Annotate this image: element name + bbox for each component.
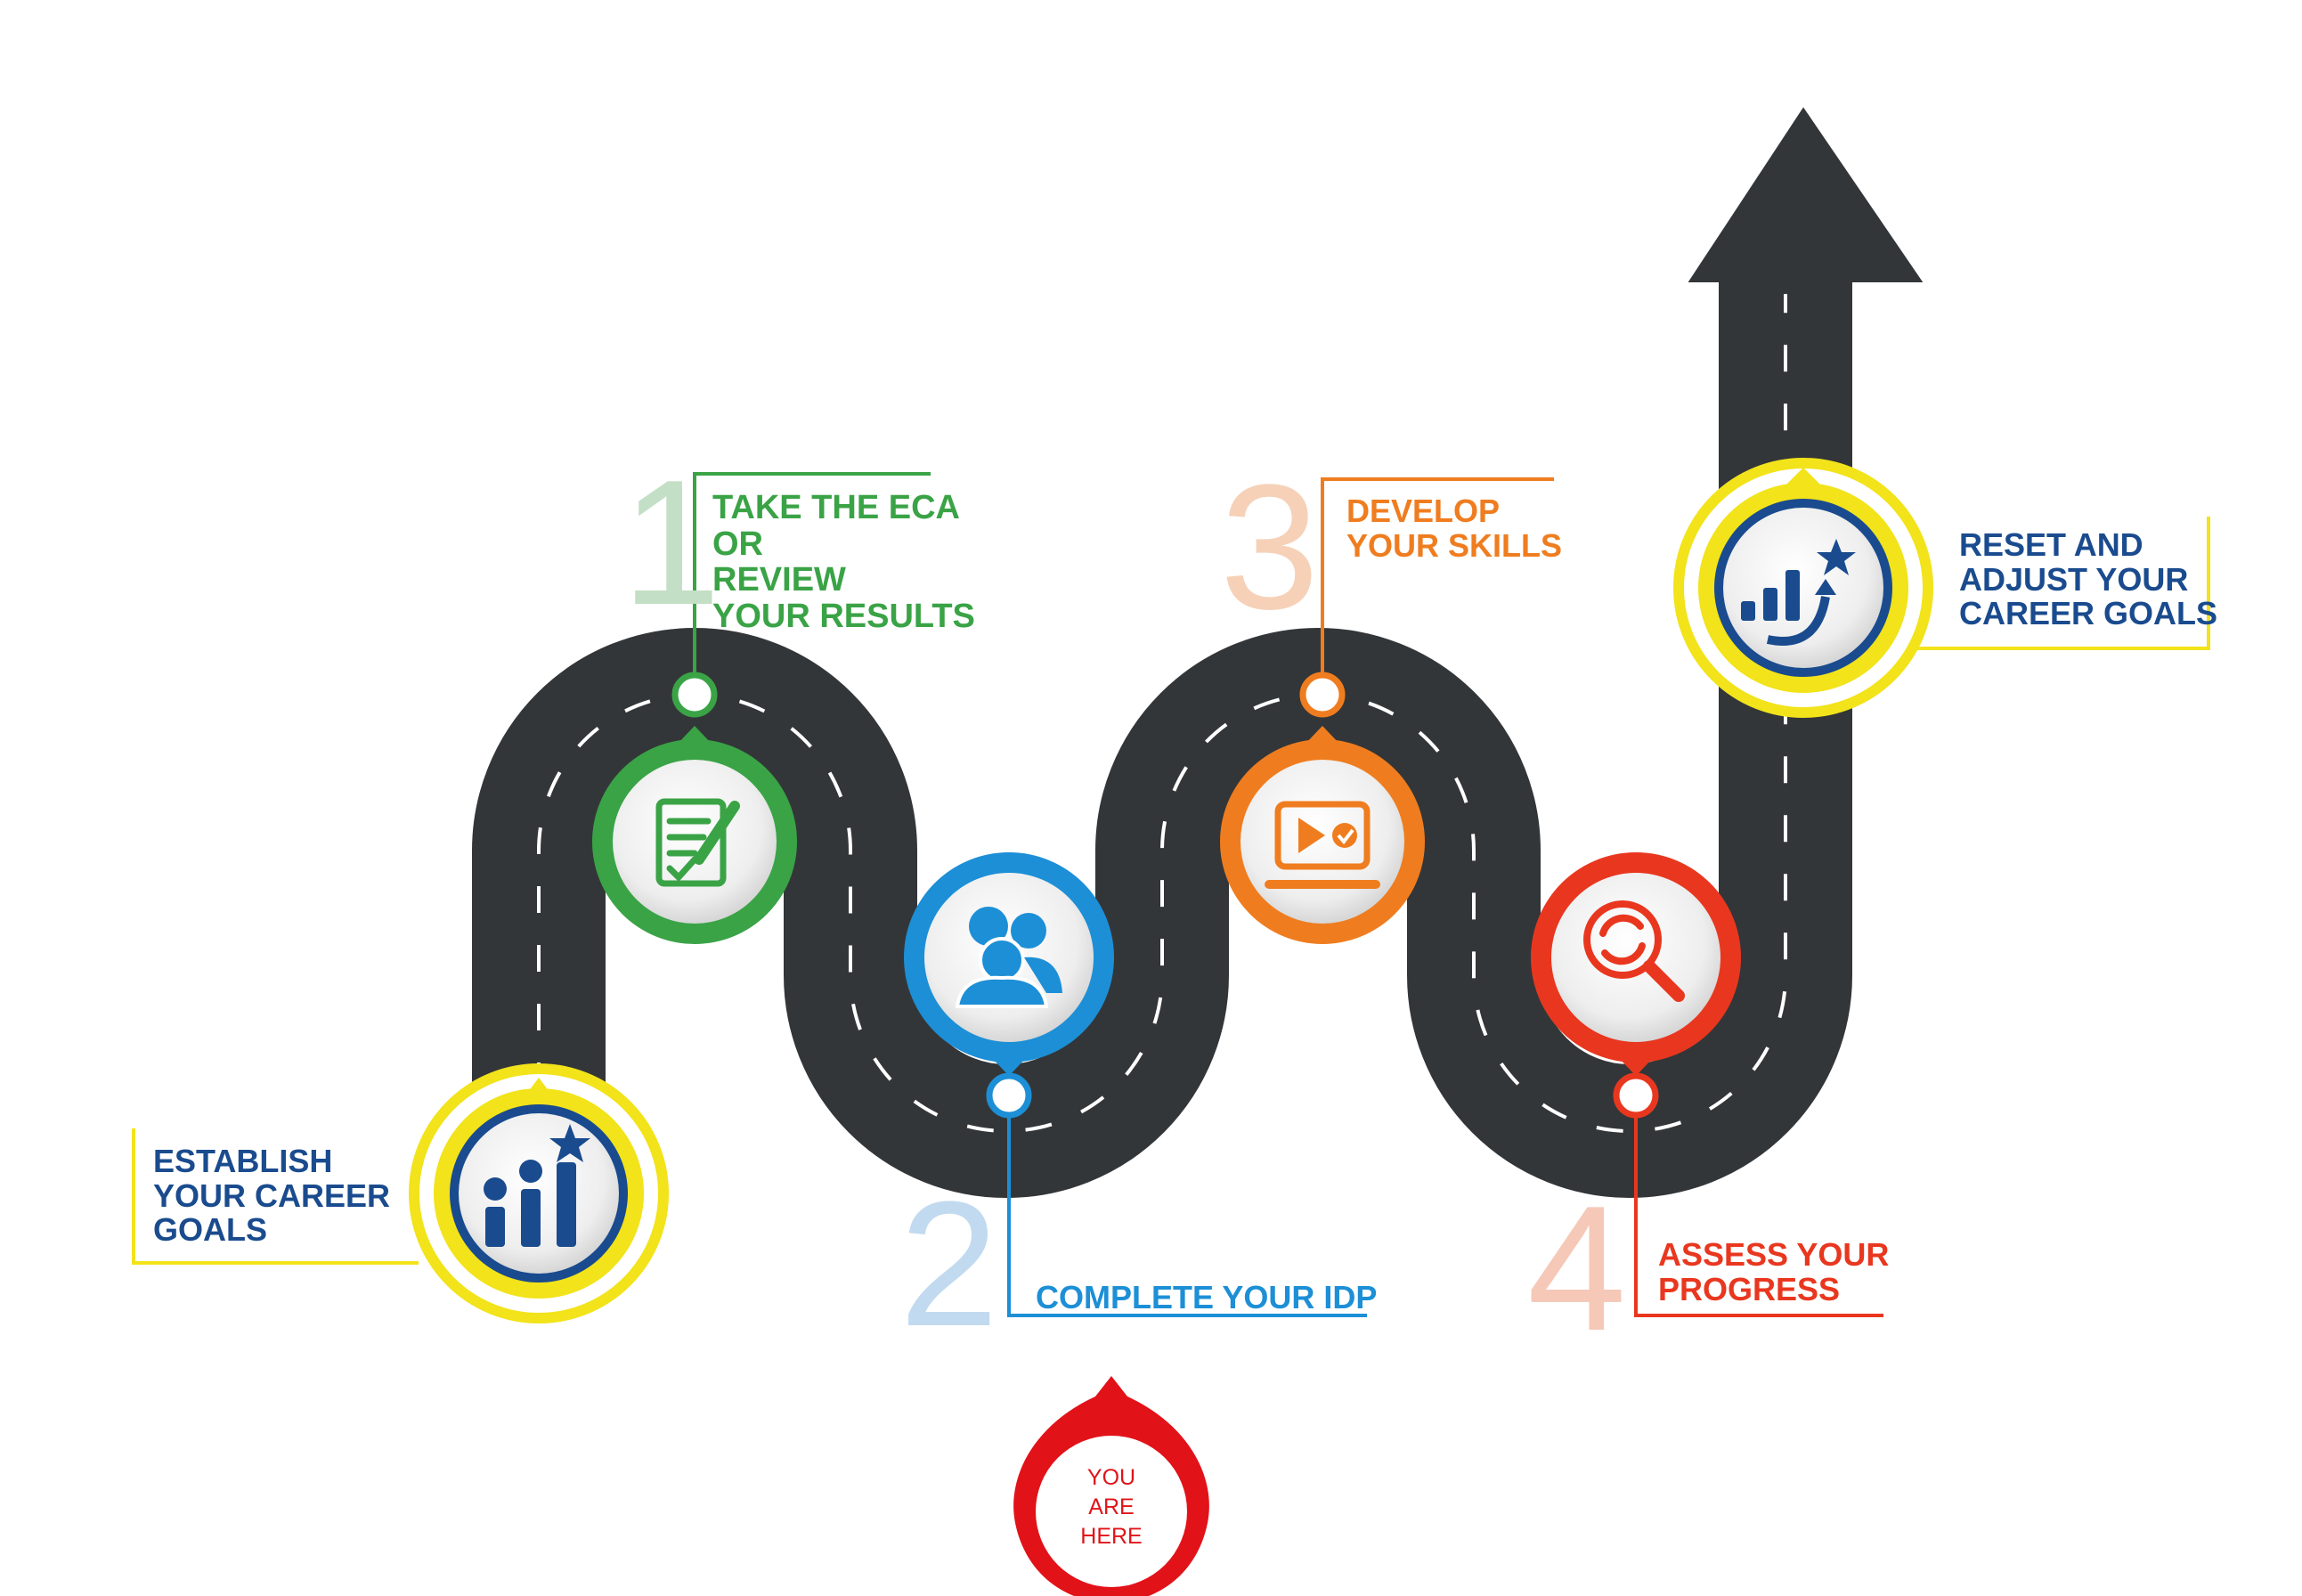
step3-number: 3 <box>1220 448 1320 647</box>
step4-badge <box>1531 852 1741 1076</box>
magnifier-refresh-icon <box>1583 900 1685 1002</box>
step3-badge <box>1220 726 1425 944</box>
growth-arrow-star-icon <box>1741 539 1856 646</box>
end-badge <box>1673 458 1933 718</box>
step4-number: 4 <box>1527 1169 1627 1368</box>
road-center-dashes <box>537 294 1787 1207</box>
bar-chart-checks-star-icon <box>484 1124 590 1247</box>
connector-dots <box>671 672 1659 1119</box>
video-monitor-icon <box>1265 801 1380 889</box>
document-pencil-icon <box>655 798 740 887</box>
people-group-icon <box>955 907 1062 1008</box>
step2-label: COMPLETE YOUR IDP <box>1036 1279 1378 1315</box>
step1-badge <box>592 726 797 944</box>
start-badge <box>409 1063 669 1323</box>
location-pin-icon <box>1013 1376 1209 1596</box>
winding-road <box>472 276 1852 1207</box>
label-connectors <box>132 472 2210 1317</box>
road-arrow-head <box>1678 97 1933 288</box>
step1-number: 1 <box>622 444 721 642</box>
step2-badge <box>904 852 1114 1076</box>
step2-number: 2 <box>899 1165 999 1364</box>
